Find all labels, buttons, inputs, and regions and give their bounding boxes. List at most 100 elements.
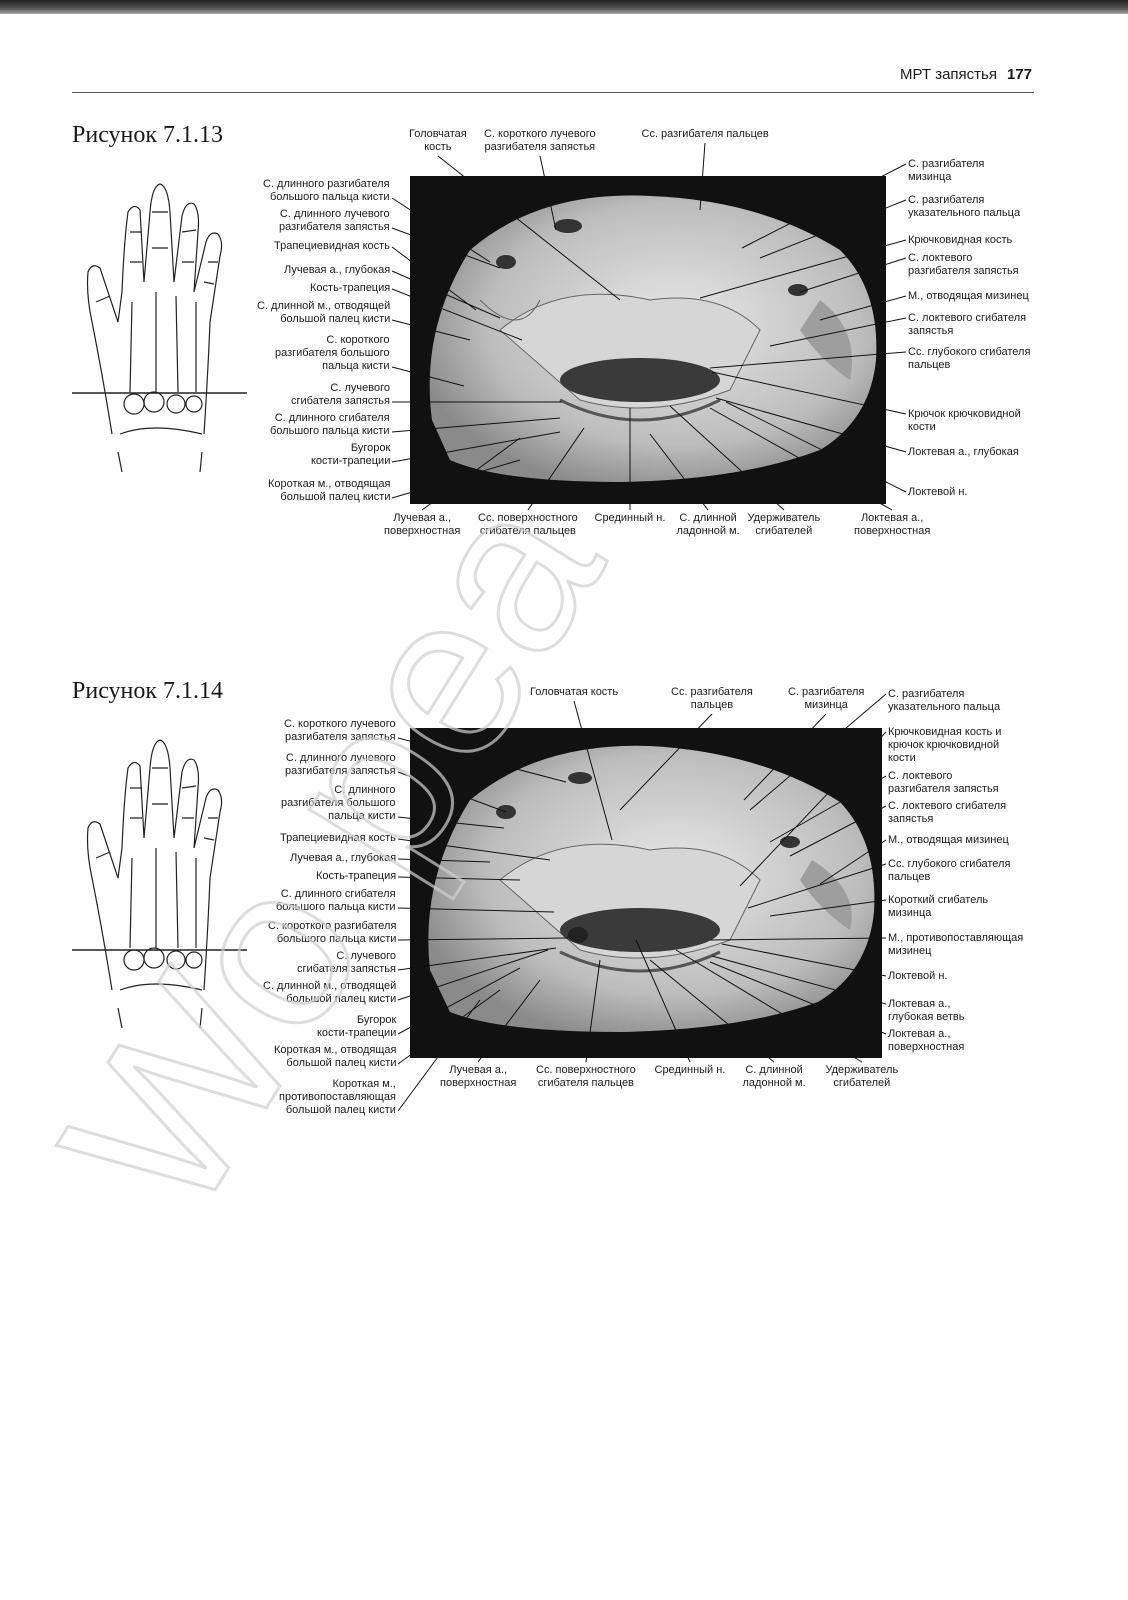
fig13-leader-right-1	[759, 199, 907, 259]
fig13-leader-left-9	[391, 431, 561, 463]
fig13-label-left-7: С. лучевого сгибателя запястья	[291, 382, 390, 407]
fig13-label-left-9: Бугорок кости-трапеции	[311, 442, 391, 467]
fig13-label-left-3: Лучевая а., глубокая	[284, 264, 391, 276]
fig13-label-left-4: Кость-трапеция	[310, 282, 391, 294]
fig13-leader-bottom-4	[669, 405, 785, 511]
fig13-label-top-0: Головчатая кость	[409, 128, 467, 153]
fig13-leader-left-2	[391, 246, 477, 311]
fig14-label-bottom-3: С. длинной ладонной м.	[742, 1064, 806, 1089]
fig14-leader-left-9	[397, 949, 549, 1001]
fig14-leader-left-4	[397, 858, 491, 863]
fig14-label-bottom-4: Удерживатель сгибателей	[825, 1064, 899, 1089]
fig13-leader-right-0	[741, 163, 907, 249]
fig14-label-left-10: Бугорок кости-трапеции	[317, 1014, 397, 1039]
fig13-label-left-1: С. длинного лучевого разгибателя запясть…	[279, 208, 390, 233]
fig13-leader-right-2	[699, 239, 907, 299]
fig14-label-left-2: С. длинного разгибателя большого пальца …	[281, 784, 396, 822]
fig13-label-bottom-0: Лучевая а., поверхностная	[384, 512, 461, 537]
fig13-leader-left-0	[391, 197, 491, 263]
fig14-leader-top-2	[743, 713, 827, 801]
fig13-label-top-1: С. короткого лучевого разгибателя запяст…	[484, 128, 596, 153]
fig13-label-left-5: С. длинной м., отводящей большой палец к…	[257, 300, 391, 325]
fig13-label-bottom-5: Локтевая а., поверхностная	[854, 512, 931, 537]
fig13-label-left-10: Короткая м., отводящая большой палец кис…	[268, 478, 391, 503]
fig14-leader-left-8	[397, 947, 557, 971]
page-number: 177	[1006, 66, 1032, 83]
scan-edge	[0, 0, 1128, 14]
fig13-leader-top-2	[699, 142, 706, 211]
fig14-leader-bottom-4	[675, 949, 863, 1063]
fig14-leader-right-3	[789, 805, 887, 857]
fig13-label-right-7: Крючок крючковидной кости	[908, 408, 1021, 433]
fig14-label-left-8: С. лучевого сгибателя запястья	[297, 950, 396, 975]
figure-13-title: Рисунок 7.1.13	[72, 122, 224, 148]
fig14-leader-bottom-0	[477, 979, 541, 1063]
fig14-leader-bottom-1	[585, 959, 601, 1063]
fig13-leader-right-9	[725, 401, 907, 493]
fig13-leader-right-6	[709, 351, 907, 369]
fig14-label-bottom-0: Лучевая а., поверхностная	[440, 1064, 517, 1089]
fig14-label-bottom-1: Сс. поверхностного сгибателя пальцев	[536, 1064, 636, 1089]
fig13-label-right-3: С. локтевого разгибателя запястья	[908, 252, 1019, 277]
fig14-label-right-3: С. локтевого сгибателя запястья	[888, 800, 1007, 825]
fig14-label-left-9: С. длинной м., отводящей большой палец к…	[263, 980, 397, 1005]
fig13-leader-bottom-5	[709, 407, 893, 511]
fig14-leader-left-3	[397, 838, 551, 861]
fig14-label-bottom-2: Срединный н.	[654, 1064, 726, 1076]
fig14-label-right-8: Локтевой н.	[888, 970, 948, 982]
fig14-label-right-4: М., отводящая мизинец	[888, 834, 1009, 846]
fig13-label-left-6: С. короткого разгибателя большого пальца…	[275, 334, 390, 372]
fig14-label-left-11: Короткая м., отводящая большой палец кис…	[274, 1044, 397, 1069]
fig14-label-left-0: С. короткого лучевого разгибателя запяст…	[284, 718, 396, 743]
fig14-leader-left-10	[397, 967, 521, 1035]
fig14-leader-right-7	[709, 937, 887, 941]
fig14-leader-left-1	[397, 771, 507, 813]
fig13-label-right-5: С. локтевого сгибателя запястья	[908, 312, 1027, 337]
fig13-label-right-4: М., отводящая мизинец	[908, 290, 1029, 302]
running-head: МРТ запястья 177	[900, 66, 1032, 83]
fig14-leader-right-10	[709, 961, 887, 1035]
fig14-leader-left-2	[397, 816, 505, 829]
figure-14-title: Рисунок 7.1.14	[72, 678, 224, 704]
fig13-label-right-1: С. разгибателя указательного пальца	[908, 194, 1021, 219]
fig14-label-right-0: С. разгибателя указательного пальца	[888, 688, 1001, 713]
fig14-label-right-5: Сс. глубокого сгибателя пальцев	[888, 858, 1011, 883]
fig13-label-right-9: Локтевой н.	[908, 486, 968, 498]
fig14-label-right-6: Короткий сгибатель мизинца	[888, 894, 989, 919]
fig14-label-top-1: Сс. разгибателя пальцев	[671, 686, 753, 711]
fig14-label-left-6: С. длинного сгибателя большого пальца ки…	[276, 888, 396, 913]
fig13-leader-left-5	[391, 319, 471, 341]
fig14-leader-left-5	[397, 876, 521, 881]
fig14-leader-right-2	[769, 775, 887, 843]
fig14-label-left-3: Трапециевидная кость	[280, 832, 396, 844]
fig13-label-right-6: Сс. глубокого сгибателя пальцев	[908, 346, 1031, 371]
fig13-label-right-0: С. разгибателя мизинца	[908, 158, 985, 183]
fig13-leader-right-7	[711, 371, 907, 415]
fig14-label-right-2: С. локтевого разгибателя запястья	[888, 770, 999, 795]
fig14-leader-right-8	[721, 943, 887, 977]
fig14-leader-right-9	[711, 955, 887, 1005]
fig13-label-bottom-4: Удерживатель сгибателей	[747, 512, 821, 537]
fig14-label-left-1: С. длинного лучевого разгибателя запясть…	[285, 752, 396, 777]
fig13-leader-right-5	[769, 317, 907, 347]
fig14-leader-left-12	[397, 999, 481, 1112]
fig13-label-right-2: Крючковидная кость	[908, 234, 1013, 246]
fig14-leader-right-4	[819, 839, 887, 885]
fig13-leader-left-10	[391, 459, 521, 499]
fig13-leader-right-3	[799, 257, 907, 293]
fig14-leader-bottom-3	[649, 959, 775, 1063]
fig14-leader-right-5	[747, 863, 887, 909]
section-title: МРТ запястья	[900, 66, 997, 83]
hand-diagram-13	[72, 183, 247, 472]
fig14-leader-left-6	[397, 907, 555, 913]
fig13-label-bottom-2: Срединный н.	[594, 512, 666, 524]
fig13-leader-left-4	[391, 288, 523, 341]
fig14-leader-right-1	[739, 731, 887, 887]
fig13-label-right-8: Локтевая а., глубокая	[908, 446, 1019, 458]
fig14-label-right-7: М., противопоставляющая мизинец	[888, 932, 1024, 957]
fig14-leader-left-0	[397, 737, 567, 783]
fig13-label-top-2: Сс. разгибателя пальцев	[641, 128, 769, 140]
fig13-leader-right-4	[819, 295, 907, 321]
fig14-leader-right-6	[769, 899, 887, 917]
